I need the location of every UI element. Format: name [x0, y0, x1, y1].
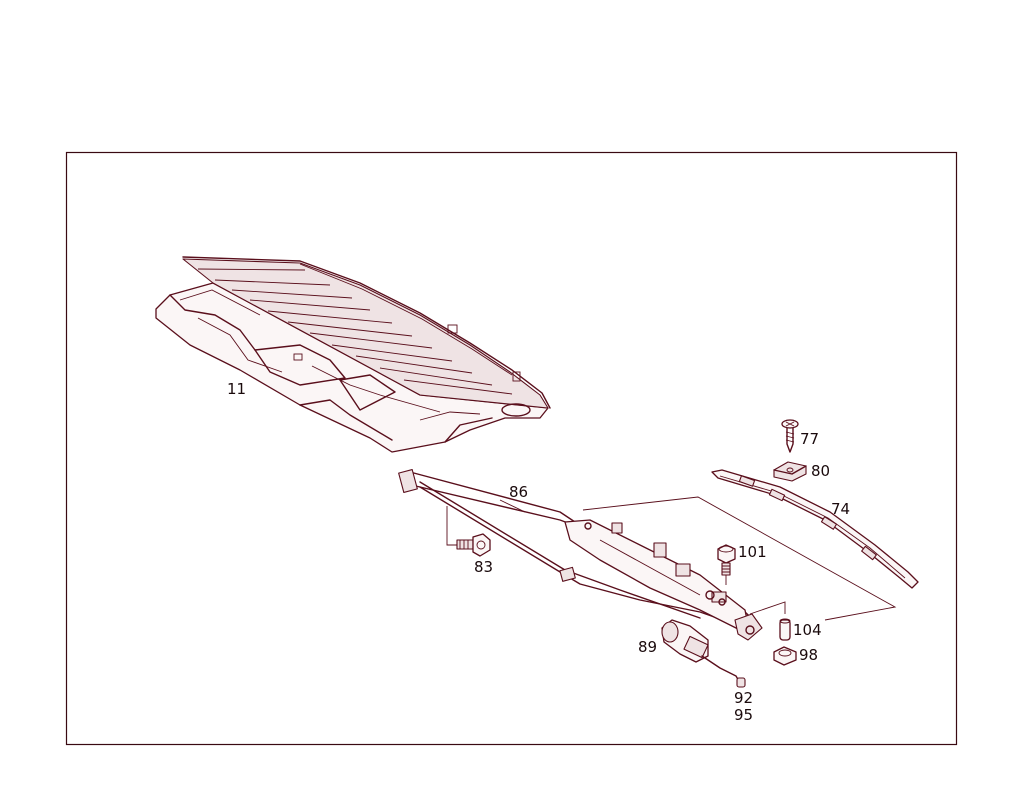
- part-74-trim-strip: [711, 469, 919, 589]
- callout-92: 92: [734, 689, 753, 707]
- callout-104: 104: [793, 621, 822, 639]
- part-11-parcel-shelf: [155, 256, 551, 453]
- part-98-nut: [773, 646, 797, 666]
- part-101-bolt: [717, 544, 736, 585]
- callout-11: 11: [227, 380, 246, 398]
- callout-101: 101: [738, 543, 767, 561]
- part-77-screw: [781, 419, 799, 453]
- callout-95: 95: [734, 706, 753, 724]
- part-89-motor: [661, 619, 746, 688]
- callout-80: 80: [811, 462, 830, 480]
- callout-98: 98: [799, 646, 818, 664]
- callout-83: 83: [474, 558, 493, 576]
- part-104-pin: [749, 601, 791, 641]
- part-86-frame-assembly: [398, 468, 763, 641]
- callout-86: 86: [509, 483, 528, 501]
- part-80-clip-nut: [773, 461, 807, 482]
- callout-74: 74: [831, 500, 850, 518]
- callout-77: 77: [800, 430, 819, 448]
- reference-line-74: [582, 496, 897, 621]
- callout-89: 89: [638, 638, 657, 656]
- part-83-bolt: [446, 506, 491, 557]
- diagram-frame: [65, 151, 958, 746]
